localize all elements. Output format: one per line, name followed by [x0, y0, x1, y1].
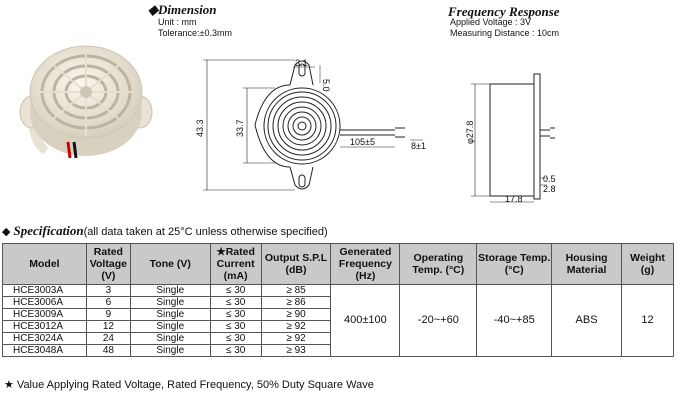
header-weight: Weight (g): [621, 243, 674, 285]
dim-3-1: 3.1: [295, 58, 308, 68]
cell-current: ≤ 30: [209, 284, 262, 297]
header-model: Model: [2, 243, 87, 285]
cell-current: ≤ 30: [209, 308, 262, 321]
cell-model: HCE3048A: [2, 344, 87, 357]
dim-2-8: 2.8: [543, 184, 556, 194]
cell-model: HCE3009A: [2, 308, 87, 321]
cell-housing: ABS: [551, 284, 622, 357]
buzzer-photo: [19, 45, 153, 159]
cell-spl: ≥ 86: [260, 296, 332, 309]
dim-diameter-27-8: φ27.8: [465, 121, 475, 144]
table-row: HCE3012A 12 Single ≤ 30 ≥ 92: [2, 320, 674, 333]
header-housing-material: Housing Material: [551, 243, 622, 285]
dim-17-8: 17.8: [505, 194, 523, 204]
specification-heading: ◆ Specification(all data taken at 25°C u…: [2, 223, 328, 239]
cell-tone: Single: [129, 284, 211, 297]
cell-spl: ≥ 90: [260, 308, 332, 321]
header-generated-frequency: Generated Frequency (Hz): [330, 243, 401, 285]
diamond-icon: ◆: [148, 2, 158, 17]
cell-operating-temp: -20~+60: [399, 284, 478, 357]
dimension-title: ◆Dimension: [148, 2, 217, 18]
header-tone: Tone (V): [129, 243, 211, 285]
specification-table: Model Rated Voltage (V) Tone (V) ★Rated …: [2, 243, 674, 357]
cell-storage-temp: -40~+85: [476, 284, 553, 357]
table-row: HCE3003A 3 Single ≤ 30 ≥ 85 400±100 -20~…: [2, 284, 674, 357]
footnote: ★ Value Applying Rated Voltage, Rated Fr…: [4, 379, 374, 391]
header-output-spl: Output S.P.L (dB): [260, 243, 332, 285]
cell-tone: Single: [129, 308, 211, 321]
dim-43-3: 43.3: [195, 119, 205, 137]
cell-voltage: 3: [85, 284, 131, 297]
cell-model: HCE3006A: [2, 296, 87, 309]
cell-tone: Single: [129, 344, 211, 357]
cell-tone: Single: [129, 296, 211, 309]
tolerance-text: Tolerance:±0.3mm: [158, 28, 232, 38]
cell-weight: 12: [621, 284, 674, 357]
front-view-drawing: 3.1 5.0 43.3 33.7 105±5 8±1: [195, 58, 426, 191]
cell-tone: Single: [129, 320, 211, 333]
cell-spl: ≥ 92: [260, 320, 332, 333]
cell-current: ≤ 30: [209, 296, 262, 309]
cell-current: ≤ 30: [209, 332, 262, 345]
cell-model: HCE3012A: [2, 320, 87, 333]
cell-model: HCE3024A: [2, 332, 87, 345]
cell-voltage: 24: [85, 332, 131, 345]
dim-strip-length: 8±1: [411, 141, 426, 151]
header-rated-current: ★Rated Current (mA): [209, 243, 262, 285]
header-rated-voltage: Rated Voltage (V): [85, 243, 131, 285]
table-row: HCE3048A 48 Single ≤ 30 ≥ 93: [2, 344, 674, 357]
cell-frequency: 400±100: [330, 284, 401, 357]
dimension-title-text: Dimension: [158, 2, 217, 17]
table-row: HCE3006A 6 Single ≤ 30 ≥ 86: [2, 296, 674, 309]
diamond-icon: ◆: [2, 226, 11, 238]
cell-spl: ≥ 85: [260, 284, 332, 297]
cell-voltage: 6: [85, 296, 131, 309]
dim-lead-length: 105±5: [350, 137, 375, 147]
dim-5-0: 5.0: [321, 79, 331, 92]
specification-note: (all data taken at 25°C unless otherwise…: [83, 226, 328, 238]
dim-33-7: 33.7: [235, 119, 245, 137]
cell-voltage: 9: [85, 308, 131, 321]
specification-title: Specification: [13, 223, 84, 238]
cell-spl: ≥ 92: [260, 332, 332, 345]
cell-voltage: 12: [85, 320, 131, 333]
cell-tone: Single: [129, 332, 211, 345]
cell-spl: ≥ 93: [260, 344, 332, 357]
unit-text: Unit : mm: [158, 17, 197, 27]
cell-current: ≤ 30: [209, 344, 262, 357]
measuring-distance-text: Measuring Distance : 10cm: [450, 28, 560, 38]
applied-voltage-text: Applied Voltage : 3V: [450, 17, 532, 27]
side-view-drawing: φ27.8 0.5 2.8 17.8: [465, 73, 556, 204]
header-operating-temp: Operating Temp. (°C): [399, 243, 478, 285]
header-storage-temp: Storage Temp. (°C): [476, 243, 553, 285]
cell-voltage: 48: [85, 344, 131, 357]
frequency-response-title: Frequency Response: [448, 4, 560, 19]
dim-0-5: 0.5: [543, 174, 556, 184]
cell-model: HCE3003A: [2, 284, 87, 297]
cell-current: ≤ 30: [209, 320, 262, 333]
table-header-row: Model Rated Voltage (V) Tone (V) ★Rated …: [2, 243, 674, 285]
